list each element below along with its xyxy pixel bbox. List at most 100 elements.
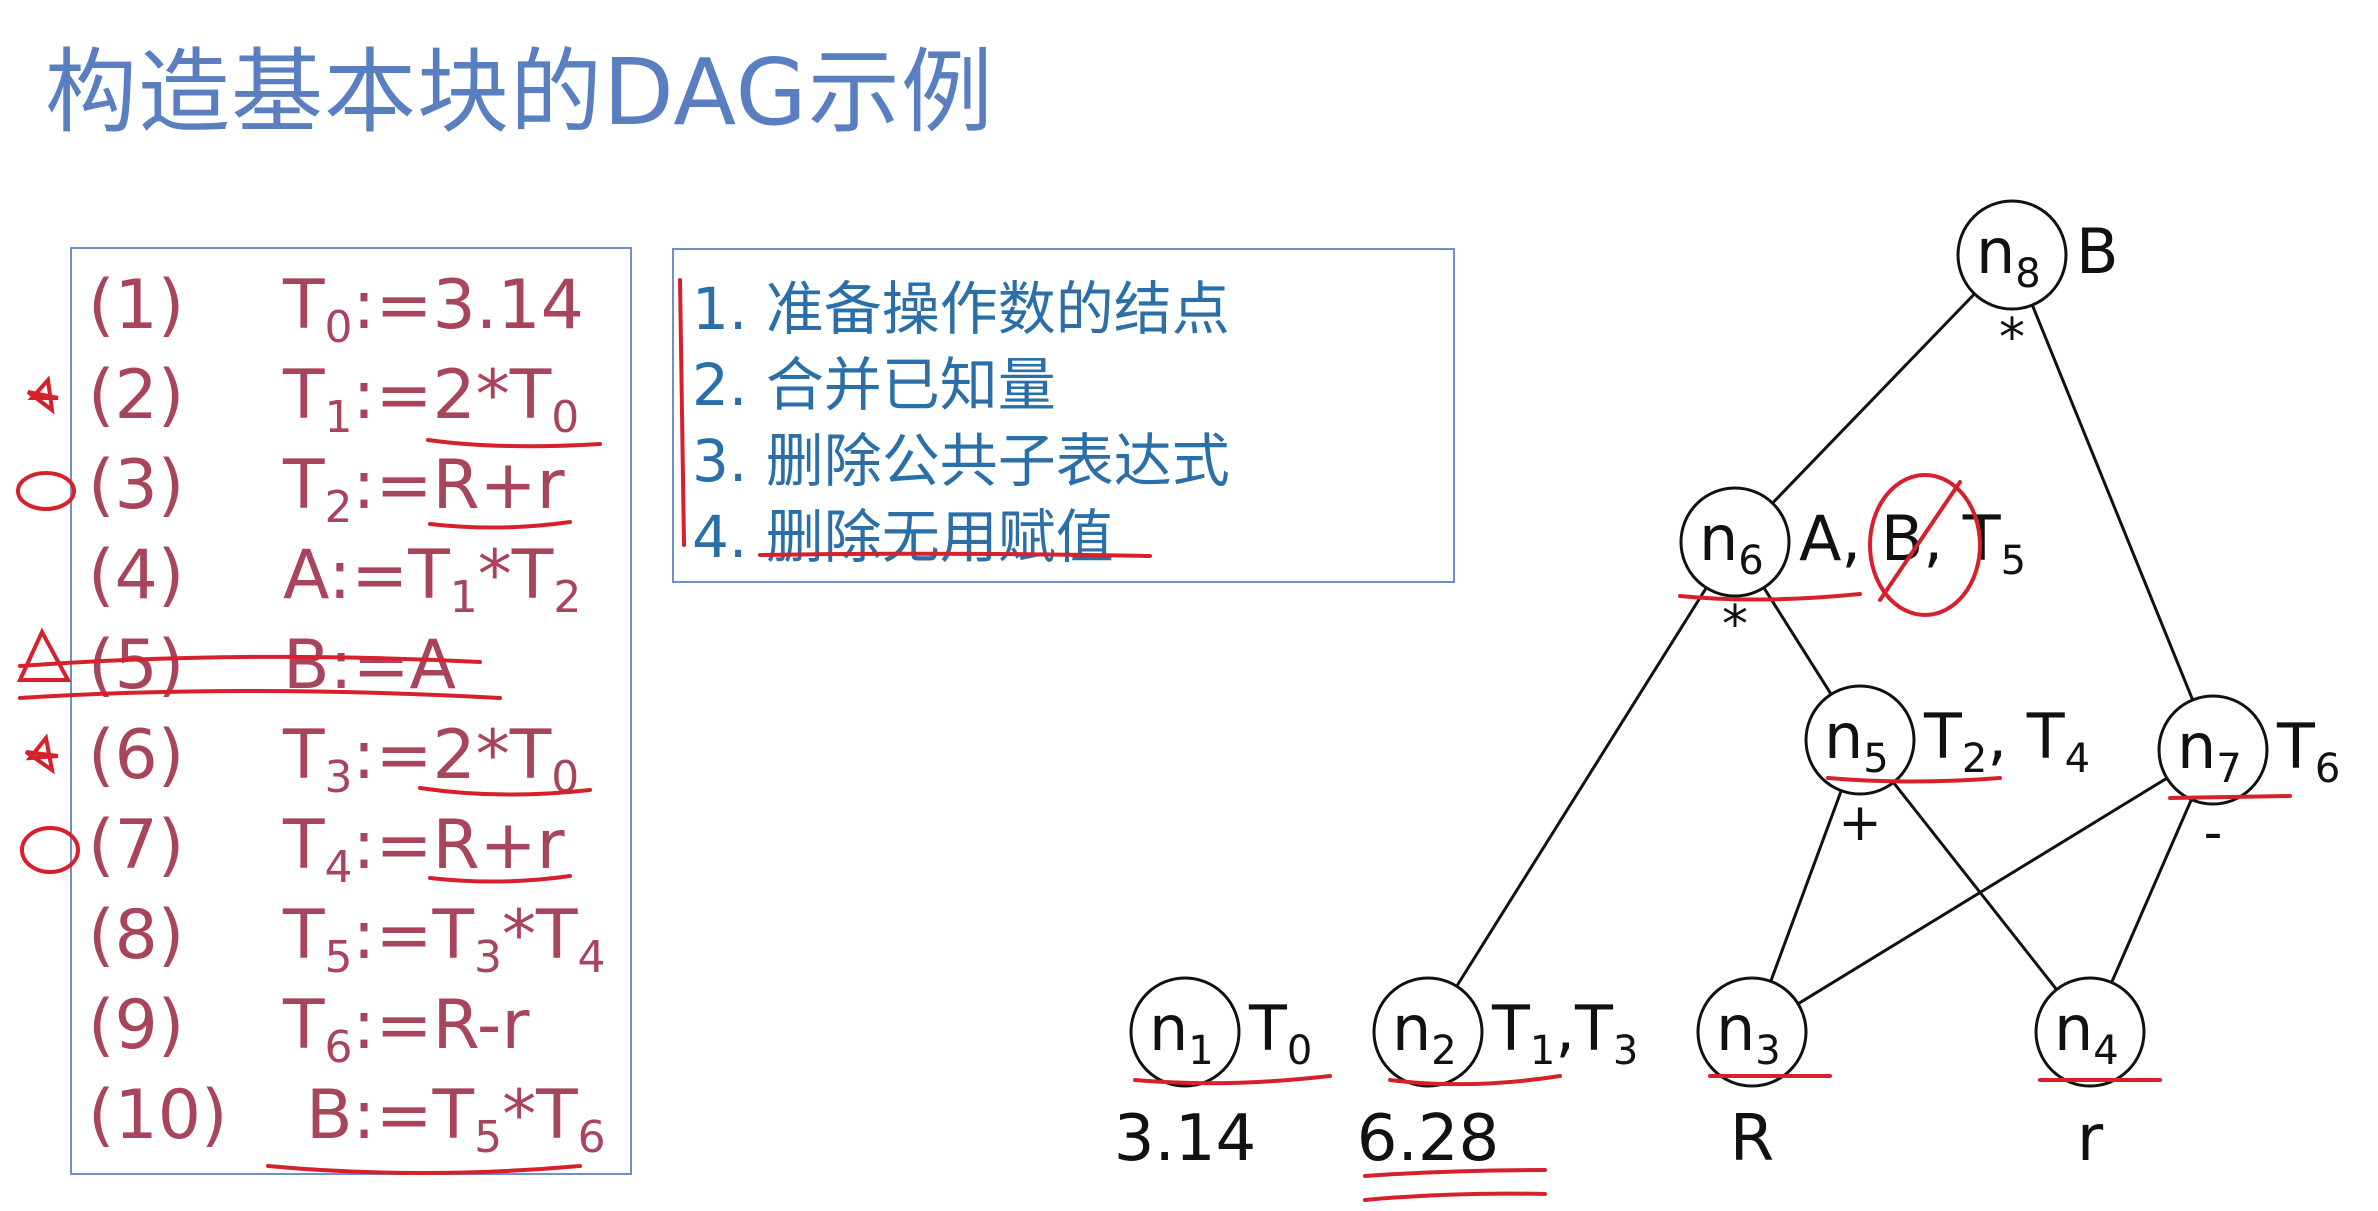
node-name: n2 (1392, 992, 1457, 1074)
dag-edge-n6-n2 (1455, 586, 1708, 988)
dag-edge-n7-n4 (2110, 798, 2193, 984)
node-attached-labels: A, B, T5 (1799, 502, 2026, 584)
step-1: 1. 准备操作数的结点 (692, 275, 1230, 343)
code-listing (70, 247, 632, 1175)
rhs-text: T (408, 536, 450, 615)
line-number: (4) (88, 536, 185, 615)
assign-op: := (352, 446, 433, 525)
rhs-subscript: 4 (577, 932, 606, 983)
statement: T5:=T3*T4 (283, 896, 606, 983)
rhs-text: T (432, 896, 474, 975)
assign-op: := (328, 536, 409, 615)
lhs: T (283, 896, 325, 975)
node-value: r (2077, 1102, 2104, 1176)
circle-mark-3 (16, 471, 76, 511)
node-name: n5 (1824, 700, 1889, 782)
lhs-subscript: 1 (324, 392, 353, 443)
node-circle (1956, 199, 2068, 311)
node-operator: - (2204, 803, 2223, 863)
node-circle (2034, 976, 2146, 1088)
code-line: (2)T1:=2*T0 (88, 356, 628, 443)
dag-edge-n8-n7 (2030, 304, 2195, 701)
statement: T6:=R-r (283, 986, 529, 1073)
dag-edge-n8-n6 (1771, 292, 1976, 505)
lhs-subscript: 6 (324, 1022, 353, 1073)
rhs-text: T (432, 1076, 475, 1155)
node-attached-labels: T1,T3 (1491, 992, 1638, 1074)
rhs-subscript: 3 (473, 932, 502, 983)
lhs: B (306, 1076, 353, 1155)
lhs-subscript: 4 (324, 842, 353, 893)
dag-edge-n5-n3 (1769, 790, 1843, 982)
rhs-text: A (409, 626, 457, 705)
line-number: (9) (88, 986, 185, 1065)
circle-mark-7 (20, 826, 80, 874)
rhs-subscript: 2 (553, 572, 582, 623)
steps-box: 1. 准备操作数的结点 2. 合并已知量 3. 删除公共子表达式 4. 删除无用… (672, 248, 1455, 583)
assign-op: := (352, 1076, 433, 1155)
node-operator: * (1722, 595, 1748, 655)
rhs-text: R-r (432, 986, 530, 1065)
node-value: R (1730, 1102, 1774, 1176)
rhs-subscript: 5 (474, 1112, 503, 1163)
lhs: T (283, 356, 325, 435)
rhs-text: 2*T (432, 356, 552, 435)
lhs: T (283, 986, 325, 1065)
statement: T1:=2*T0 (283, 356, 579, 443)
line-number: (8) (88, 896, 185, 975)
dag-edge-n5-n4 (1892, 781, 2058, 991)
lhs-subscript: 0 (324, 302, 353, 353)
star-mark-2 (26, 375, 59, 415)
dag-node-n3: n3R (1696, 976, 1808, 1176)
node-name: n7 (2177, 710, 2242, 792)
node-attached-labels: T6 (2276, 710, 2340, 792)
statement: T2:=R+r (283, 446, 565, 533)
lhs-subscript: 2 (324, 482, 353, 533)
rhs-subscript: 0 (551, 392, 580, 443)
dag-node-n4: n4 r (2034, 976, 2146, 1176)
assign-op: := (352, 356, 433, 435)
node-value: 3.14 (1114, 1102, 1257, 1176)
lhs: T (283, 716, 325, 795)
statement: A:=T1*T2 (283, 536, 581, 623)
code-line: (3) T2:=R+r (88, 446, 628, 533)
node-name: n4 (2054, 992, 2119, 1074)
code-line: (10)B:=T5*T6 (88, 1076, 628, 1163)
assign-op: := (352, 716, 433, 795)
node-name: n8 (1976, 215, 2041, 297)
step-3: 3. 删除公共子表达式 (692, 427, 1230, 495)
page-title: 构造基本块的DAG示例 (45, 39, 994, 146)
dag-edge-n7-n3 (1797, 776, 2168, 1006)
lhs-subscript: 5 (324, 932, 353, 983)
dag-edge-n6-n5 (1762, 586, 1833, 696)
node-circle (1804, 684, 1916, 796)
assign-op: := (352, 266, 433, 345)
node-circle (1679, 486, 1791, 598)
node-attached-labels: B (2076, 215, 2119, 288)
dag-node-n7: n7 T6- (2157, 694, 2340, 863)
line-number: (3) (88, 446, 185, 525)
node-circle (1129, 976, 1241, 1088)
assign-op: := (352, 896, 433, 975)
triangle-mark-5 (16, 627, 72, 682)
step-4: 4. 删除无用赋值 (692, 503, 1114, 571)
code-line: (1)T0:=3.14 (88, 266, 628, 353)
code-line: (9) T6:=R-r (88, 986, 628, 1073)
rhs-text: R+r (432, 446, 565, 525)
node-circle (1372, 976, 1484, 1088)
code-line: (6)T3:=2*T0 (88, 716, 628, 803)
rhs-text: 3.14 (432, 266, 584, 345)
node-circle (2157, 694, 2269, 806)
statement: T3:=2*T0 (283, 716, 579, 803)
node-attached-labels: T0 (1248, 992, 1312, 1074)
rhs-text: R+r (432, 806, 565, 885)
node-operator: + (1838, 793, 1882, 853)
node-circle (1696, 976, 1808, 1088)
lhs: A (283, 536, 329, 615)
code-line: (4)A:=T1*T2 (88, 536, 628, 623)
